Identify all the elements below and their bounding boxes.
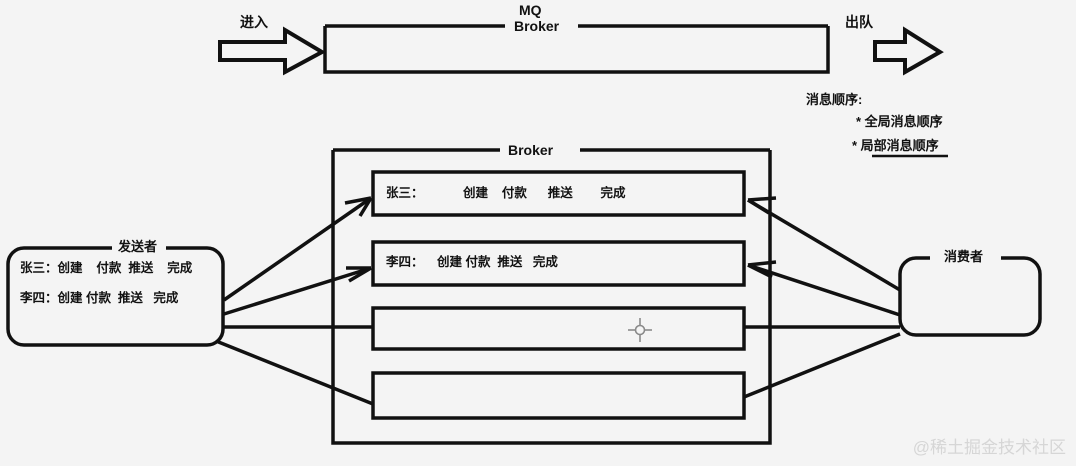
consumer-box (898, 256, 1042, 337)
top-broker-label: Broker (508, 19, 566, 33)
sender-box (6, 246, 225, 347)
queue-row-2 (371, 240, 746, 287)
enter-arrow-label: 进入 (240, 14, 268, 30)
queue-row-1 (371, 170, 746, 217)
broker-container-box (331, 148, 772, 445)
mq-title: MQ (519, 2, 542, 18)
enter-block-arrow (218, 26, 327, 76)
queue-row-3 (371, 306, 746, 351)
sender-row-lisi: 李四：创建 付款 推送 完成 (20, 291, 179, 305)
queue-row-2-steps: 创建 付款 推送 完成 (437, 255, 558, 269)
broker-label: Broker (502, 143, 560, 157)
queue-row-2-name: 李四： (386, 255, 424, 269)
sender-row-zhangsan: 张三：创建 付款 推送 完成 (20, 261, 193, 275)
notes-item-global: * 全局消息顺序 (856, 114, 943, 129)
exit-arrow-label: 出队 (845, 14, 873, 30)
queue-row-1-name: 张三： (386, 186, 424, 200)
top-broker-box (323, 24, 830, 74)
sender-to-queue-connectors (215, 196, 374, 406)
consumer-label: 消费者 (938, 250, 990, 263)
notes-heading: 消息顺序: (806, 92, 863, 107)
notes-item-partial: * 局部消息顺序 (852, 138, 939, 153)
crosshair-cursor (628, 318, 652, 342)
watermark: @稀土掘金技术社区 (912, 438, 1066, 457)
queue-to-consumer-connectors (743, 196, 901, 399)
exit-block-arrow (873, 26, 944, 76)
queue-row-4 (371, 371, 746, 420)
sender-label: 发送者 (112, 240, 164, 253)
queue-row-1-steps: 创建 付款 推送 完成 (463, 186, 626, 200)
